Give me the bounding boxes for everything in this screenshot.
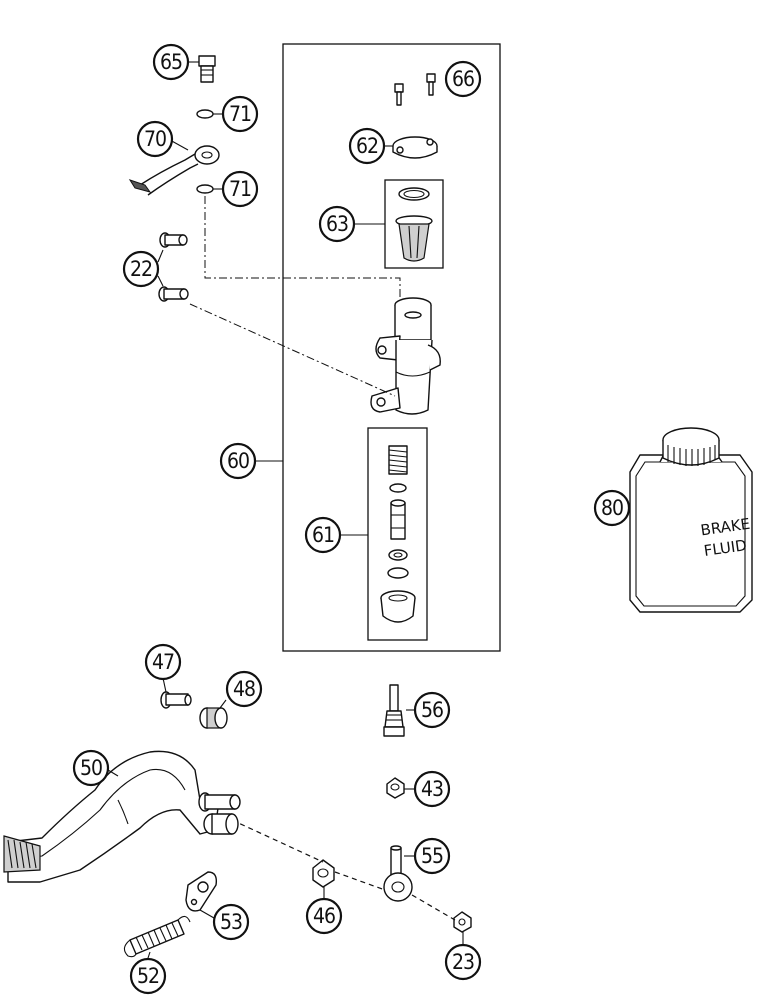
part-53-spring-plate: [185, 871, 218, 912]
part-48-bushing: [199, 707, 228, 729]
part-62-reservoir-cap: [392, 136, 438, 159]
part-71-washer-top: [196, 109, 214, 119]
svg-text:61: 61: [312, 523, 334, 547]
callout-46: 46: [305, 897, 343, 935]
svg-text:48: 48: [233, 677, 255, 701]
part-70-brake-hose: [128, 145, 220, 196]
svg-text:70: 70: [144, 127, 166, 151]
part-23-nut: [453, 911, 472, 933]
callout-56: 56: [413, 691, 451, 729]
part-80-brake-fluid-can: BRAKE FLUID: [629, 427, 753, 613]
callout-47: 47: [144, 643, 182, 681]
callout-48: 48: [225, 670, 263, 708]
svg-text:23: 23: [452, 950, 474, 974]
svg-text:46: 46: [313, 904, 335, 928]
callout-80: 80: [593, 489, 631, 527]
callout-63: 63: [318, 205, 356, 243]
part-50-brake-pedal: [3, 750, 241, 883]
assembly-box-60: [282, 43, 501, 652]
svg-text:43: 43: [421, 777, 443, 801]
callout-23: 23: [444, 943, 482, 981]
callout-66: 66: [444, 60, 482, 98]
callout-65: 65: [152, 43, 190, 81]
svg-text:56: 56: [421, 698, 443, 722]
svg-text:53: 53: [220, 910, 242, 934]
part-66-screws: [394, 73, 436, 106]
svg-text:65: 65: [160, 50, 182, 74]
part-71-washer-bottom: [196, 184, 214, 194]
svg-text:22: 22: [130, 257, 152, 281]
svg-text:71: 71: [229, 102, 251, 126]
svg-text:52: 52: [137, 964, 159, 988]
svg-text:71: 71: [229, 177, 251, 201]
part-60-master-cylinder: [370, 297, 441, 415]
svg-text:80: 80: [601, 496, 623, 520]
svg-text:47: 47: [152, 650, 174, 674]
callout-43: 43: [413, 770, 451, 808]
svg-text:66: 66: [452, 67, 474, 91]
callout-53: 53: [212, 903, 250, 941]
part-47-pin: [160, 691, 192, 709]
callout-52: 52: [129, 957, 167, 995]
svg-text:50: 50: [80, 756, 102, 780]
svg-text:60: 60: [227, 449, 249, 473]
callout-70: 70: [136, 120, 174, 158]
part-52-return-spring: [123, 915, 191, 958]
callout-60: 60: [219, 442, 257, 480]
part-22-bolt-lower: [158, 286, 189, 302]
part-43-nut: [386, 777, 405, 799]
assembly-box-61: [367, 427, 428, 641]
part-63-reservoir-seal: [395, 187, 433, 262]
svg-text:55: 55: [421, 844, 443, 868]
callout-71-bottom: 71: [221, 170, 259, 208]
part-65-banjo-bolt: [198, 55, 216, 83]
callout-61: 61: [304, 516, 342, 554]
part-55-clevis: [383, 845, 413, 902]
svg-text:62: 62: [356, 134, 378, 158]
part-61-piston-kit: [380, 445, 416, 623]
callout-50: 50: [72, 749, 110, 787]
part-56-push-rod: [383, 684, 405, 737]
part-46-nut: [312, 859, 335, 888]
brake-fluid-label-line2: FLUID: [703, 536, 748, 560]
callout-71-top: 71: [221, 95, 259, 133]
svg-text:63: 63: [326, 212, 348, 236]
callout-55: 55: [413, 837, 451, 875]
callout-22: 22: [122, 250, 160, 288]
part-22-bolt-upper: [159, 232, 188, 248]
callout-62: 62: [348, 127, 386, 165]
